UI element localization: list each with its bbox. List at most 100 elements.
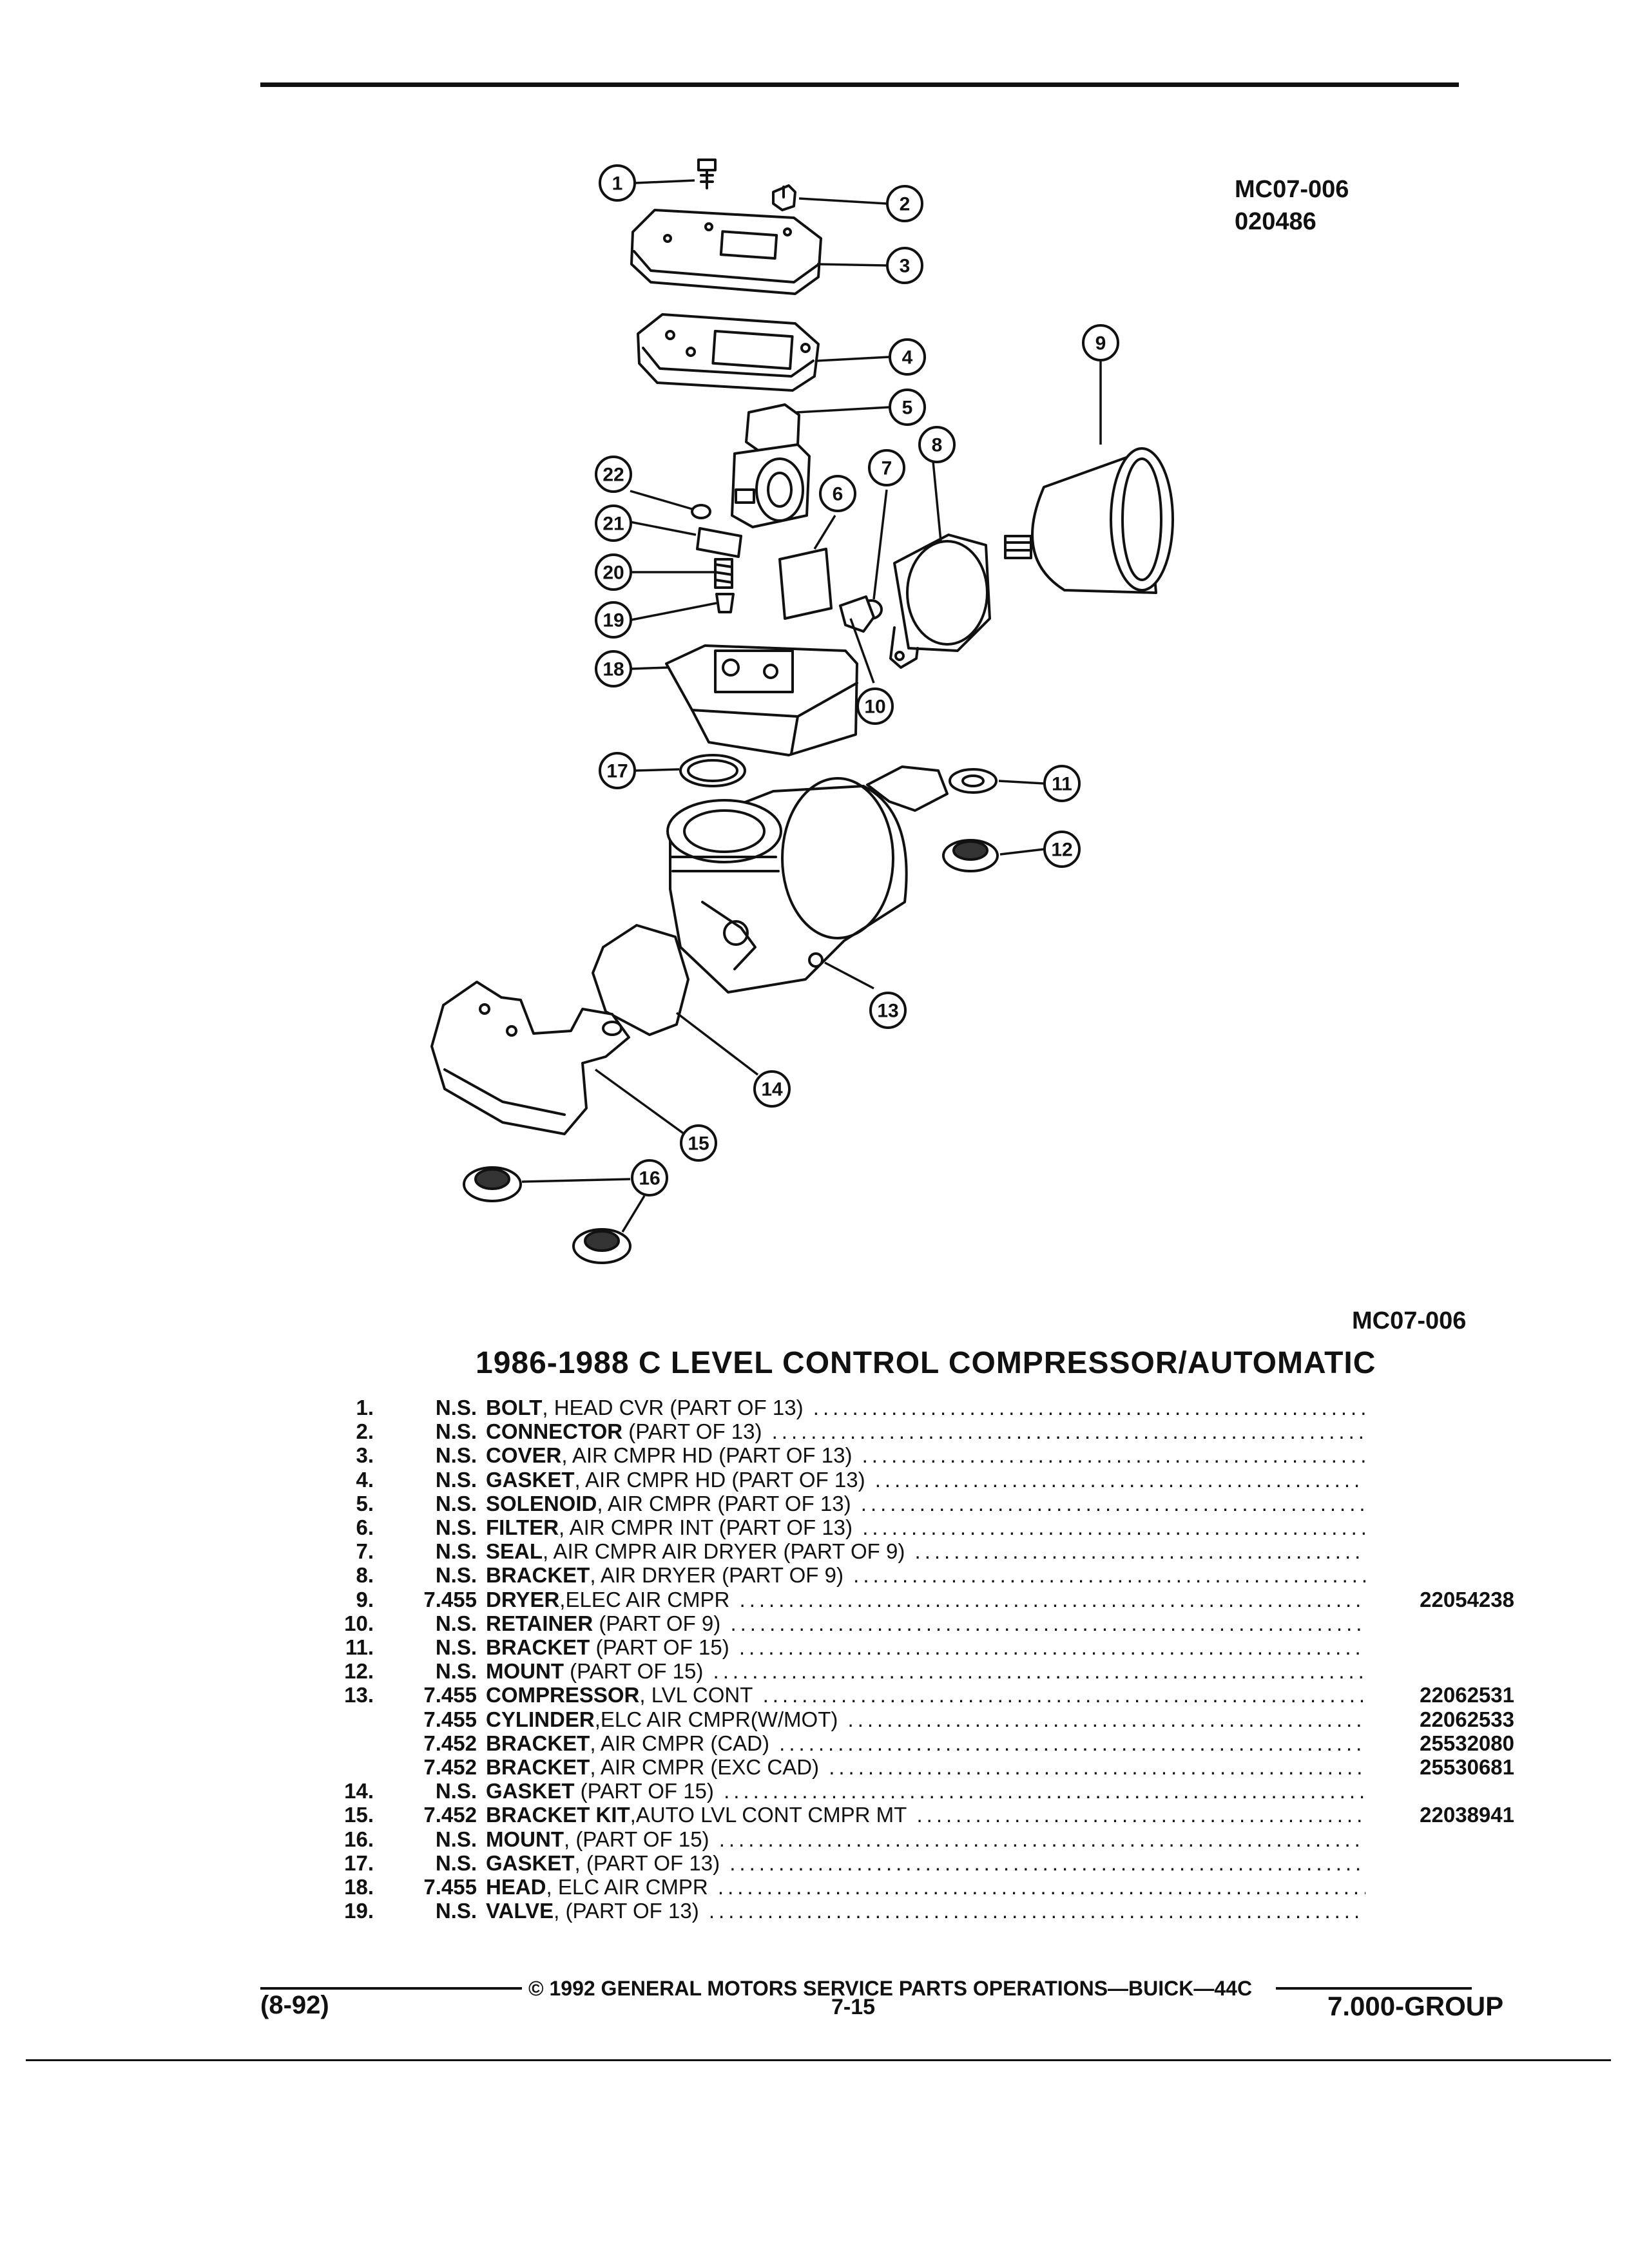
- diagram-caption: MC07-006: [1352, 1307, 1467, 1334]
- section-title: 1986-1988 C LEVEL CONTROL COMPRESSOR/AUT…: [476, 1346, 1376, 1380]
- callout-15: [680, 1124, 717, 1162]
- item-detail: , AIR CMPR AIR DRYER (PART OF 9): [543, 1539, 905, 1564]
- lower-mount-drawings: [463, 1166, 631, 1264]
- bracket-kit-drawing: [430, 981, 630, 1135]
- item-description: BRACKET (PART OF 15) ...................…: [486, 1635, 1365, 1660]
- dot-leader: ........................................…: [713, 1659, 1365, 1684]
- callout-label-2: 2: [900, 194, 911, 215]
- item-number: 2.: [356, 1419, 374, 1444]
- group-number: N.S.: [435, 1635, 477, 1659]
- parts-row: 18. 7.455 HEAD, ELC AIR CMPR .............…: [0, 1875, 1629, 1899]
- dot-leader: ........................................…: [779, 1731, 1365, 1755]
- spring-drawing: [714, 558, 733, 589]
- callout-label-16: 16: [639, 1168, 660, 1189]
- group-number: 7.455: [423, 1875, 477, 1899]
- callout-18: [595, 650, 632, 687]
- parts-row: 2.N.S.CONNECTOR (PART OF 13) ...........…: [0, 1419, 1629, 1443]
- parts-row: 16.N.S.MOUNT, (PART OF 15) .............…: [0, 1827, 1629, 1851]
- item-name: BRACKET: [486, 1755, 590, 1779]
- bottom-rule: [26, 2059, 1611, 2061]
- callout-label-17: 17: [606, 761, 628, 782]
- item-name: RETAINER: [486, 1611, 593, 1635]
- item-number: 14.: [344, 1779, 374, 1803]
- parts-row: 7.455 CYLINDER,ELC AIR CMPR(W/MOT) ......…: [0, 1707, 1629, 1731]
- footer-copyright: © 1992 GENERAL MOTORS SERVICE PARTS OPER…: [528, 1977, 1253, 2000]
- item-name: BRACKET: [486, 1731, 590, 1755]
- group-number: 7.452: [423, 1731, 477, 1755]
- item-description: MOUNT (PART OF 15) .....................…: [486, 1659, 1365, 1684]
- group-number: 7.455: [423, 1707, 477, 1731]
- valve-block-drawing: [696, 527, 742, 558]
- group-number: N.S.: [435, 1515, 477, 1539]
- dot-leader: ........................................…: [829, 1755, 1365, 1779]
- item-name: HEAD: [486, 1875, 546, 1899]
- item-number: 1.: [356, 1396, 374, 1419]
- callout-7: [868, 449, 905, 486]
- item-description: MOUNT, (PART OF 15) ....................…: [486, 1827, 1365, 1852]
- item-description: SEAL, AIR CMPR AIR DRYER (PART OF 9) ...…: [486, 1539, 1365, 1564]
- callout-6: [819, 475, 856, 512]
- dot-leader: ........................................…: [771, 1419, 1365, 1444]
- callout-1: [599, 164, 636, 202]
- part-number: 22038941: [1420, 1803, 1514, 1827]
- item-name: DRYER: [486, 1587, 560, 1611]
- item-number: 18.: [344, 1875, 374, 1899]
- group-number: N.S.: [435, 1396, 477, 1419]
- callout-3: [886, 247, 923, 284]
- reference-date: 020486: [1235, 208, 1316, 235]
- parts-row: 1.N.S.BOLT, HEAD CVR (PART OF 13) ......…: [0, 1396, 1629, 1419]
- part-number: 22062533: [1420, 1707, 1514, 1731]
- compressor-gasket-drawing: [592, 924, 689, 1036]
- item-name: COMPRESSOR: [486, 1683, 640, 1707]
- callout-8: [918, 426, 956, 463]
- part-number: 25530681: [1420, 1755, 1514, 1779]
- item-description: BRACKET, AIR DRYER (PART OF 9) .........…: [486, 1563, 1365, 1588]
- footer-revision: (8-92): [260, 1991, 329, 2019]
- dot-leader: ........................................…: [914, 1539, 1365, 1564]
- item-number: 7.: [356, 1539, 374, 1564]
- callout-label-4: 4: [902, 347, 913, 369]
- item-description: CYLINDER,ELC AIR CMPR(W/MOT) ...........…: [486, 1707, 1365, 1732]
- item-number: 17.: [344, 1850, 374, 1875]
- item-number: 3.: [356, 1443, 374, 1468]
- compressor-drawing: [666, 777, 908, 994]
- item-description: HEAD, ELC AIR CMPR .....................…: [486, 1875, 1365, 1899]
- item-description: BRACKET, AIR CMPR (EXC CAD) ............…: [486, 1755, 1365, 1780]
- parts-row: 11.N.S.BRACKET (PART OF 15) ............…: [0, 1635, 1629, 1659]
- group-number: N.S.: [435, 1563, 477, 1588]
- item-detail: , (PART OF 15): [563, 1827, 709, 1851]
- item-name: MOUNT: [486, 1659, 564, 1684]
- parts-row: 7.452 BRACKET, AIR CMPR (EXC CAD) .......…: [0, 1755, 1629, 1779]
- callout-5: [889, 389, 926, 426]
- footer-rule-left: [260, 1987, 522, 1990]
- item-detail: , ELC AIR CMPR: [546, 1875, 708, 1899]
- callout-21: [595, 505, 632, 542]
- item-detail: (PART OF 13): [622, 1419, 762, 1444]
- group-number: 7.455: [423, 1683, 477, 1707]
- parts-row: 14.N.S.GASKET (PART OF 15) .............…: [0, 1779, 1629, 1803]
- small-seal-drawing: [691, 504, 711, 519]
- group-number: N.S.: [435, 1659, 477, 1684]
- callout-label-20: 20: [602, 562, 624, 584]
- item-number: 9.: [356, 1587, 374, 1611]
- top-rule: [260, 82, 1459, 87]
- callout-11: [1043, 765, 1081, 802]
- compressor-mount-drawing: [942, 839, 999, 872]
- callout-label-3: 3: [900, 256, 911, 277]
- item-name: VALVE: [486, 1899, 554, 1923]
- item-name: CONNECTOR: [486, 1419, 623, 1444]
- item-detail: (PART OF 15): [590, 1635, 729, 1659]
- part-number: 22054238: [1420, 1587, 1514, 1611]
- callout-label-6: 6: [833, 484, 843, 505]
- parts-row: 6.N.S.FILTER, AIR CMPR INT (PART OF 13) …: [0, 1515, 1629, 1539]
- parts-row: 7.452 BRACKET, AIR CMPR (CAD) ...........…: [0, 1731, 1629, 1755]
- item-detail: , (PART OF 13): [574, 1850, 720, 1875]
- item-number: 12.: [344, 1659, 374, 1684]
- item-detail: , AIR CMPR (EXC CAD): [590, 1755, 820, 1779]
- callout-16: [631, 1159, 668, 1196]
- dot-leader: ........................................…: [874, 1467, 1365, 1492]
- group-number: 7.452: [423, 1755, 477, 1779]
- reference-code: MC07-006: [1235, 176, 1349, 203]
- item-description: BRACKET, AIR CMPR (CAD) ................…: [486, 1731, 1365, 1756]
